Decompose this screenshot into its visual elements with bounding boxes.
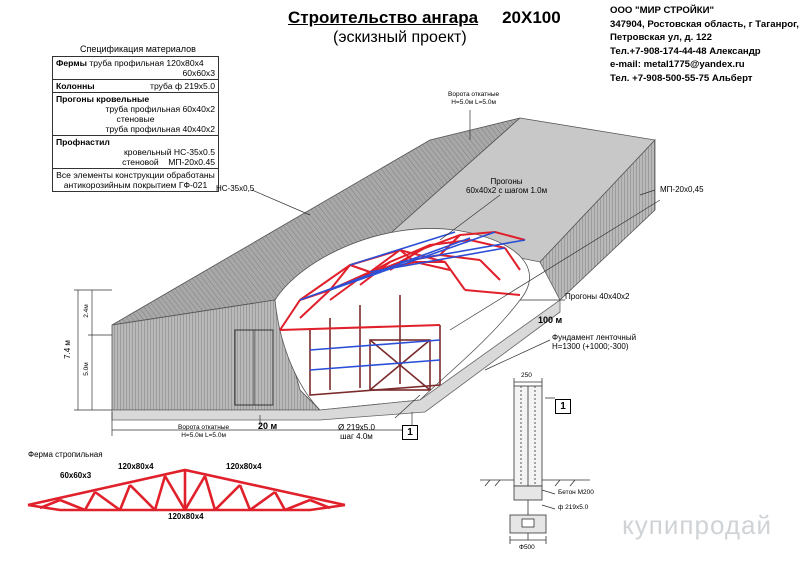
truss-label-a: 60х60х3 [60, 471, 92, 480]
truss-label-d: 120х80х4 [168, 512, 204, 521]
spec-row-deck: Профнастил кровельный НС-35х0.5 стеновой… [52, 135, 219, 169]
spec-cell: Фермы труба профильная 120х80х4 60х60х3 [52, 56, 219, 80]
width-label: 20 м [258, 421, 278, 431]
purlins-roof-label: Прогоны 60х40х2 с шагом 1.0м [466, 177, 547, 195]
dimension-lines [74, 110, 661, 436]
drawing-subtitle: (эскизный проект) [333, 29, 467, 46]
spec-deck-label: Профнастил [56, 137, 110, 147]
spec-deck-l1: кровельный НС-35х0.5 [124, 147, 215, 157]
gate-top-label-1: Ворота откатные [448, 91, 500, 98]
spec-purlins-l1: труба профильная 60х40х2 [105, 104, 215, 114]
purlins [299, 231, 526, 371]
spec-row-columns: Колонны труба ф 219х5.0 [52, 79, 219, 93]
foundation-strip [111, 299, 561, 421]
height-upper-label: 2.4м [82, 304, 90, 318]
truss-label-b: 120х80х4 [118, 462, 154, 471]
spec-heading: Спецификация материалов [80, 44, 196, 54]
spec-trusses-label: Фермы [56, 58, 87, 68]
title-main: Строительство ангара [288, 8, 479, 27]
purlins-roof-label-2: 60х40х2 с шагом 1.0м [466, 186, 548, 195]
spec-cell: Профнастил кровельный НС-35х0.5 стеновой… [52, 135, 219, 169]
watermark: купипродай [622, 510, 772, 540]
foundation-detail [480, 378, 590, 544]
spec-deck-l2a: стеновой [122, 157, 159, 167]
wall-sheet-label: МП-20х0,45 [660, 185, 704, 194]
gate-top-label-2: Н=5.0м L=5.0м [451, 99, 496, 106]
spec-columns-value: ф 219х5.0 [174, 81, 215, 91]
column-label-2: шаг 4.0м [340, 432, 373, 441]
spec-deck-l2b: МП-20х0.45 [168, 157, 215, 167]
spec-row-purlins: Прогоны кровельные труба профильная 60х4… [52, 92, 219, 136]
spec-purlins-l3: труба профильная 40х40х2 [105, 124, 215, 134]
company-email: e-mail: metal1775@yandex.ru [610, 59, 745, 71]
spec-columns-label: Колонны [56, 81, 95, 91]
spec-row-note: Все элементы конструкции обработаны анти… [52, 168, 219, 192]
detail-number-box: 1 [555, 399, 571, 414]
company-phone-2: Тел. +7-908-500-55-75 Альберт [610, 72, 753, 84]
length-label: 100 м [538, 315, 563, 325]
foundation-label-1: Фундамент ленточный [552, 333, 637, 342]
company-phone-1: Тел.+7-908-174-44-48 Александр [610, 45, 761, 57]
spec-purlins-l2: стеновые [116, 114, 155, 124]
truss-title: Ферма стропильная [28, 450, 103, 459]
foundation-label-2: Н=1300 (+1000;-300) [552, 342, 629, 351]
height-total-label: 7.4 м [62, 340, 72, 359]
purlins-wall-label: Прогоны 40х40х2 [565, 292, 630, 301]
gable-wall [111, 299, 321, 411]
company-block: ООО "МИР СТРОЙКИ" 347904, Ростовская обл… [610, 4, 799, 86]
spec-trusses-v1: 120х80х4 [166, 58, 204, 68]
truss-label-c: 120х80х4 [226, 462, 262, 471]
frame-lines [309, 295, 441, 396]
roof-sheet-label: НС-35х0,5 [216, 184, 255, 193]
gate-bottom-label-2: Н=5.0м L=5.0м [181, 432, 226, 439]
gate-bottom-label-1: Ворота откатные [178, 424, 230, 431]
height-lower-label: 5.0м [82, 362, 90, 376]
spec-row-trusses: Фермы труба профильная 120х80х4 60х60х3 [52, 56, 219, 80]
spec-cell: Все элементы конструкции обработаны анти… [52, 168, 219, 192]
column-label: Ø 219х5.0 шаг 4.0м [338, 423, 375, 441]
spec-trusses-v2: 60х60х3 [182, 68, 216, 78]
gate-top-label: Ворота откатные Н=5.0м L=5.0м [448, 91, 499, 107]
drawing-title: Строительство ангара 20Х100 [288, 8, 561, 28]
company-name: ООО "МИР СТРОЙКИ" [610, 5, 715, 16]
detail-callout-marker: 1 [402, 425, 418, 440]
column-label-1: Ø 219х5.0 [338, 423, 375, 432]
spec-cell: Прогоны кровельные труба профильная 60х4… [52, 92, 219, 136]
foundation-label: Фундамент ленточный Н=1300 (+1000;-300) [552, 333, 636, 351]
spec-columns-text: труба [150, 81, 173, 91]
detail-width-label: 250 [521, 372, 532, 379]
title-size: 20Х100 [502, 8, 561, 27]
detail-concrete-label: Бетон М200 [558, 489, 594, 496]
detail-pipe-label: ф 219х5.0 [558, 504, 589, 511]
detail-base-label: Ф500 [519, 544, 535, 551]
spec-note-1: Все элементы конструкции обработаны [56, 170, 215, 180]
spec-trusses-text: труба профильная [89, 58, 165, 68]
purlins-roof-label-1: Прогоны [490, 177, 523, 186]
company-address-2: Петровская ул, д. 122 [610, 32, 712, 44]
spec-table: Фермы труба профильная 120х80х4 60х60х3 … [52, 56, 219, 192]
company-address-1: 347904, Ростовская область, г Таганрог, [610, 18, 799, 30]
spec-cell: Колонны труба ф 219х5.0 [52, 79, 219, 93]
spec-purlins-label: Прогоны кровельные [56, 94, 150, 104]
truss-elevation [27, 468, 346, 512]
spec-note-2: антикорозийным покрытием ГФ-021 [63, 180, 208, 190]
gate-bottom-label: Ворота откатные Н=5.0м L=5.0м [178, 424, 229, 440]
